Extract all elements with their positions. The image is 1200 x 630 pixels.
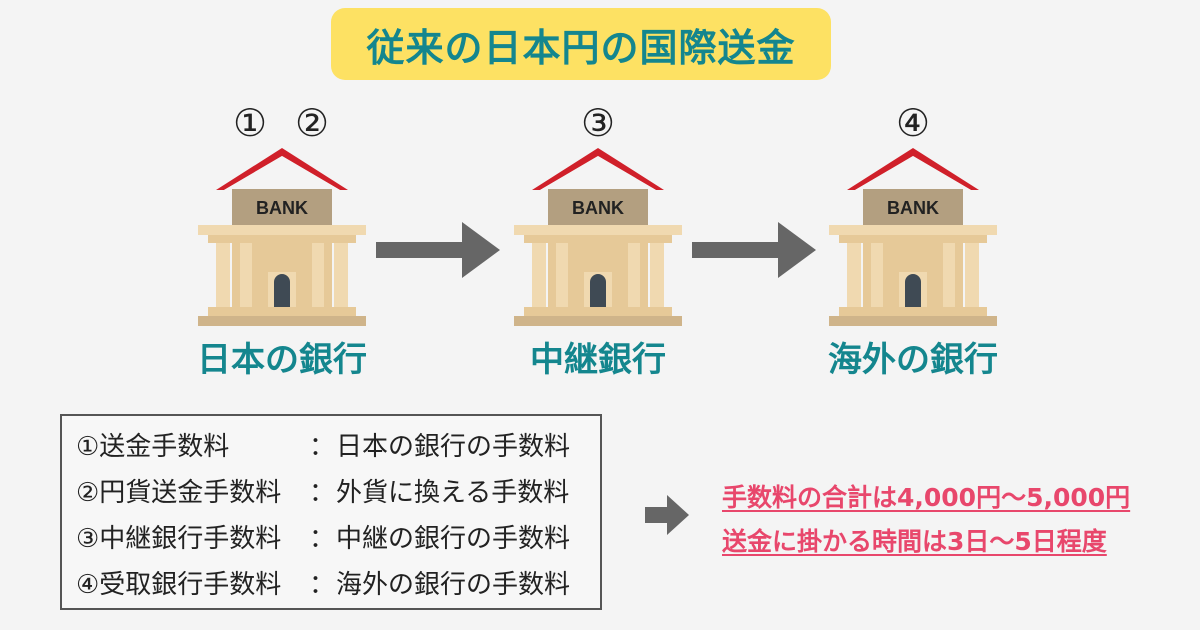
bank-icon: BANK bbox=[829, 148, 997, 326]
fee-description: 海外の銀行の手数料 bbox=[336, 570, 571, 600]
fee-row: ①送金手数料 ： 日本の銀行の手数料 bbox=[76, 426, 570, 463]
arrow-right-icon bbox=[692, 222, 816, 278]
bank-label-relay: 中継銀行 bbox=[530, 340, 666, 380]
bank-sign: BANK bbox=[256, 198, 308, 218]
total-fee-summary: 手数料の合計は4,000円〜5,000円 bbox=[722, 483, 1131, 512]
step-number-3: ③ bbox=[580, 101, 616, 145]
fee-name: ②円貨送金手数料 bbox=[76, 478, 282, 508]
fee-separator: ： bbox=[308, 524, 335, 554]
fee-list: ①送金手数料 ： 日本の銀行の手数料 ②円貨送金手数料 ： 外貨に換える手数料 … bbox=[60, 414, 602, 610]
fee-name: ①送金手数料 bbox=[76, 432, 230, 462]
fee-separator: ： bbox=[308, 570, 335, 600]
fee-separator: ： bbox=[308, 478, 335, 508]
fee-description: 日本の銀行の手数料 bbox=[336, 432, 571, 462]
fee-separator: ： bbox=[308, 432, 335, 462]
page-title: 従来の日本円の国際送金 bbox=[331, 8, 831, 80]
bank-icon: BANK bbox=[514, 148, 682, 326]
transfer-time-summary: 送金に掛かる時間は3日〜5日程度 bbox=[722, 527, 1107, 556]
bank-label-overseas: 海外の銀行 bbox=[828, 340, 998, 380]
bank-sign: BANK bbox=[887, 198, 939, 218]
arrow-right-icon bbox=[376, 222, 500, 278]
bank-building-overseas: BANK bbox=[823, 142, 1003, 332]
bank-building-japan: BANK bbox=[192, 142, 372, 332]
bank-label-japan: 日本の銀行 bbox=[197, 340, 367, 380]
fee-name: ③中継銀行手数料 bbox=[76, 524, 282, 554]
fee-description: 中継の銀行の手数料 bbox=[336, 524, 571, 554]
fee-row: ②円貨送金手数料 ： 外貨に換える手数料 bbox=[76, 472, 569, 509]
bank-sign: BANK bbox=[572, 198, 624, 218]
fee-description: 外貨に換える手数料 bbox=[336, 478, 570, 508]
bank-building-relay: BANK bbox=[508, 142, 688, 332]
step-number-2: ② bbox=[294, 101, 330, 145]
bank-icon: BANK bbox=[198, 148, 366, 326]
step-number-1: ① bbox=[232, 101, 268, 145]
fee-row: ④受取銀行手数料 ： 海外の銀行の手数料 bbox=[76, 564, 570, 601]
arrow-right-icon bbox=[645, 495, 689, 535]
step-number-4: ④ bbox=[895, 101, 931, 145]
fee-row: ③中継銀行手数料 ： 中継の銀行の手数料 bbox=[76, 518, 570, 555]
fee-name: ④受取銀行手数料 bbox=[76, 570, 282, 600]
